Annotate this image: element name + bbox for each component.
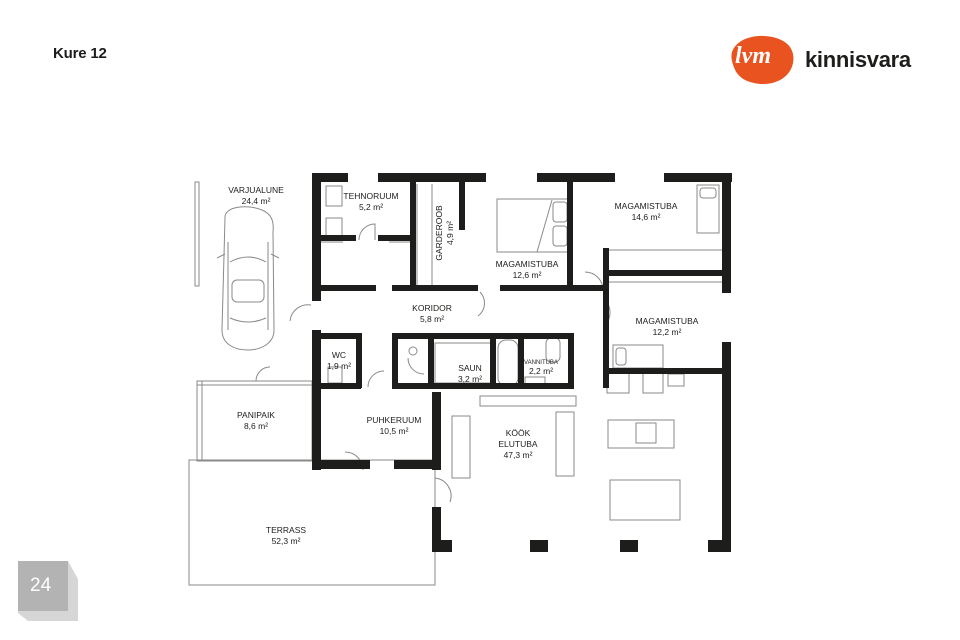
logo-wordmark: kinnisvara xyxy=(805,47,911,72)
company-logo[interactable]: lvm kinnisvara xyxy=(726,33,916,87)
car-icon xyxy=(216,206,280,351)
page-badge-icon xyxy=(18,561,78,621)
page-number-badge: 24 xyxy=(18,561,78,621)
property-title: Kure 12 xyxy=(53,45,107,62)
logo-mark: lvm xyxy=(735,43,771,69)
page-number: 24 xyxy=(30,575,52,596)
lvm-logo-icon xyxy=(731,35,794,85)
